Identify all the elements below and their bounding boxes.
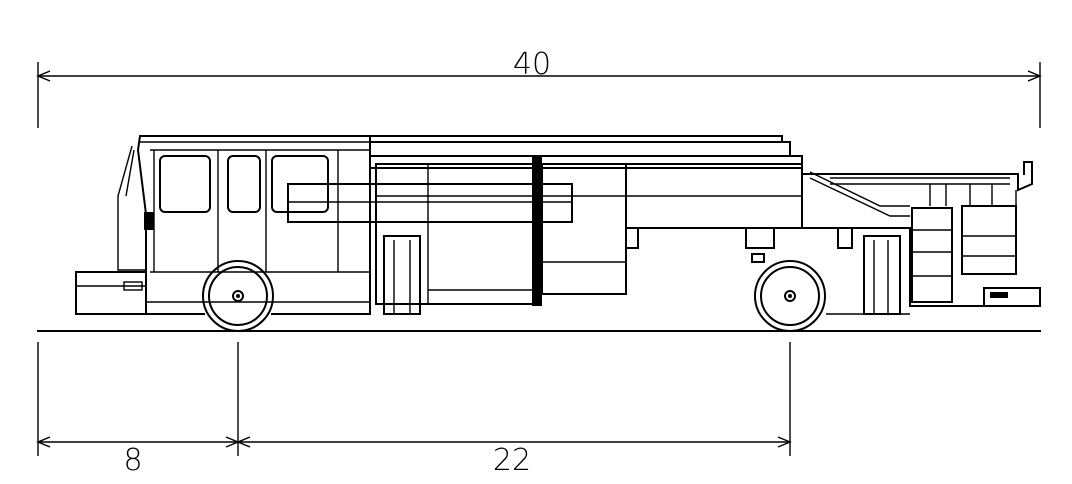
lower-dimensions: 8 22 <box>36 342 792 478</box>
front-overhang-label: 8 <box>123 443 142 478</box>
arrow-right <box>1027 70 1042 82</box>
rear-bumper <box>983 287 1041 307</box>
overall-length-label: 40 <box>513 47 551 82</box>
aerial-ladder-tip <box>287 183 573 223</box>
step-ladder-front <box>383 235 421 315</box>
body <box>369 135 803 315</box>
wheelbase-label: 22 <box>493 443 531 478</box>
front-wheel <box>202 260 274 332</box>
ladder-bundle <box>532 156 542 306</box>
rear-ladder-rack <box>911 207 953 303</box>
rear-compartment <box>961 205 1017 275</box>
cab <box>117 135 573 315</box>
arrow <box>36 436 51 448</box>
cab-window-middle <box>227 155 261 213</box>
rear-turntable <box>801 161 1041 315</box>
arrow <box>236 436 251 448</box>
front-bumper <box>75 271 147 315</box>
rear-wheel <box>271 260 826 332</box>
cab-window-front <box>159 155 211 213</box>
fire-truck <box>75 135 1041 332</box>
arrow-left <box>36 70 51 82</box>
arrow <box>777 436 792 448</box>
rear-step-ladder <box>863 235 901 315</box>
overall-length-dimension: 40 <box>36 47 1042 128</box>
mirror-icon <box>144 212 154 230</box>
